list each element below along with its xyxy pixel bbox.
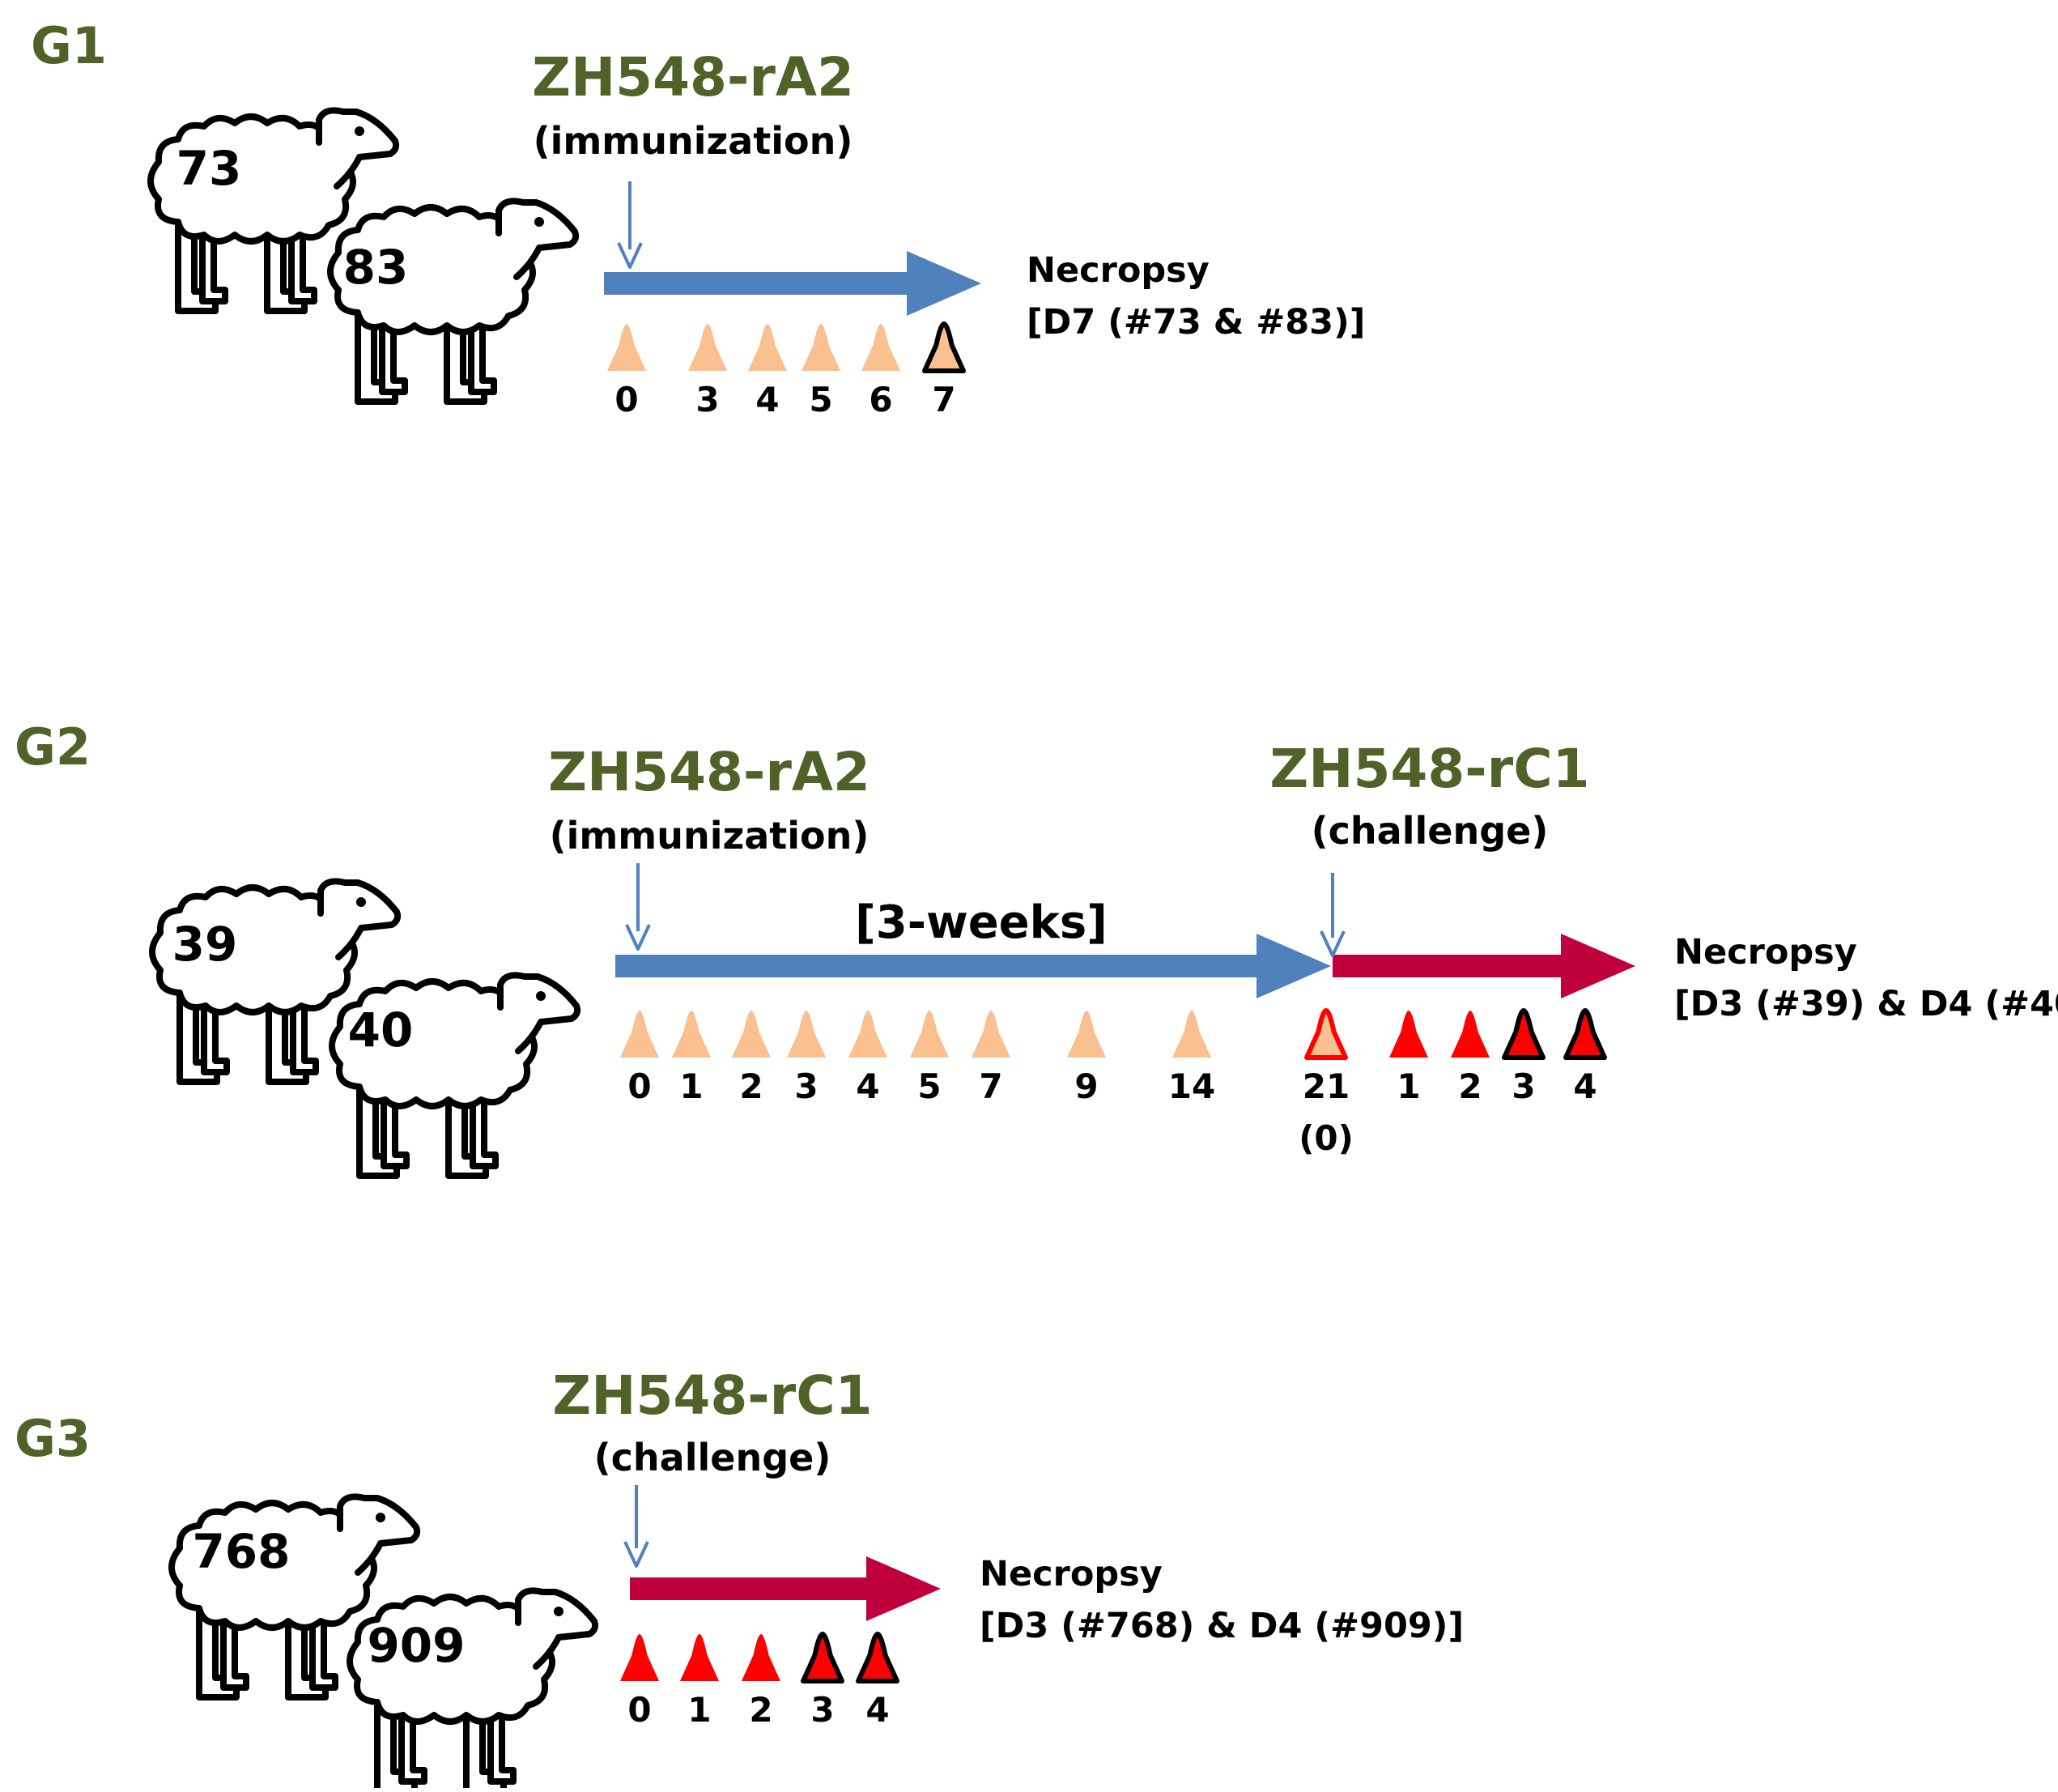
- sheep-id-label: 40: [348, 1002, 414, 1058]
- day-label: 3: [695, 380, 719, 419]
- triangle-marker-icon: [922, 321, 966, 373]
- sheep-id-label: 39: [172, 917, 238, 972]
- triangle-marker-icon: [742, 1634, 780, 1681]
- timeline-arrow-icon: [630, 1556, 941, 1621]
- triangle-marker-icon: [972, 1011, 1010, 1058]
- triangle-marker-icon: [856, 1632, 899, 1683]
- necropsy-title: Necropsy: [1674, 932, 1857, 973]
- triangle-marker-icon: [672, 1011, 711, 1058]
- day-label: 4: [755, 380, 779, 419]
- triangle-marker-icon: [607, 324, 646, 371]
- sheep-id-label: 768: [192, 1524, 290, 1579]
- down-arrow-head-icon: [625, 924, 651, 951]
- virus-name-label: ZH548-rC1: [552, 1364, 872, 1427]
- sheep-id-label: 909: [367, 1618, 465, 1673]
- triangle-marker-icon: [1451, 1011, 1490, 1058]
- day-label: 7: [932, 380, 955, 419]
- triangle-marker-icon: [848, 1011, 887, 1058]
- necropsy-title: Necropsy: [1027, 250, 1210, 291]
- triangle-marker-icon: [620, 1011, 659, 1058]
- day-label: 14: [1168, 1066, 1215, 1106]
- sheep-id-label: 83: [343, 240, 409, 295]
- day-label: 5: [917, 1066, 941, 1106]
- virus-name-label: ZH548-rA2: [532, 46, 854, 109]
- day-label: 1: [679, 1066, 703, 1106]
- day-label: 0: [627, 1690, 651, 1730]
- triangle-marker-icon: [1563, 1008, 1607, 1060]
- day-label: 3: [794, 1066, 818, 1106]
- triangle-marker-icon: [680, 1634, 719, 1681]
- group-label-g3: G3: [15, 1409, 91, 1468]
- day-label: 4: [865, 1690, 889, 1730]
- day-label: 4: [856, 1066, 879, 1106]
- group-label-g2: G2: [15, 717, 91, 777]
- triangle-marker-icon: [1172, 1011, 1211, 1058]
- timeline-arrow-icon: [615, 934, 1331, 998]
- day-label: 2: [749, 1690, 772, 1730]
- event-purpose-label: (challenge): [1312, 809, 1549, 853]
- day-sub-label: (0): [1299, 1118, 1354, 1158]
- day-label: 5: [809, 380, 832, 419]
- triangle-marker-icon: [1304, 1008, 1348, 1060]
- down-arrow-head-icon: [623, 1541, 649, 1568]
- day-label: 1: [687, 1690, 711, 1730]
- virus-name-label: ZH548-rA2: [548, 741, 870, 803]
- triangle-marker-icon: [802, 324, 840, 371]
- virus-name-label: ZH548-rC1: [1269, 738, 1589, 800]
- day-label: 4: [1573, 1066, 1597, 1106]
- triangle-marker-icon: [1502, 1008, 1546, 1060]
- event-purpose-label: (immunization): [550, 814, 870, 858]
- triangle-marker-icon: [787, 1011, 826, 1058]
- necropsy-title: Necropsy: [980, 1554, 1163, 1594]
- day-label: 6: [869, 380, 892, 419]
- day-label: 0: [614, 380, 638, 419]
- day-label: 2: [1458, 1066, 1482, 1106]
- triangle-marker-icon: [861, 324, 900, 371]
- triangle-marker-icon: [1067, 1011, 1106, 1058]
- day-label: 9: [1074, 1066, 1098, 1106]
- timeline-arrow-icon: [1333, 934, 1635, 998]
- duration-label: [3-weeks]: [855, 896, 1108, 949]
- triangle-marker-icon: [910, 1011, 949, 1058]
- day-label: 2: [739, 1066, 763, 1106]
- timeline-arrow-icon: [604, 251, 981, 316]
- down-arrow-head-icon: [1320, 930, 1346, 957]
- triangle-marker-icon: [748, 324, 787, 371]
- group-label-g1: G1: [31, 16, 107, 75]
- sheep-icon: [330, 201, 576, 402]
- necropsy-detail: [D7 (#73 & #83)]: [1027, 302, 1365, 343]
- event-purpose-label: (immunization): [534, 119, 853, 163]
- day-label: 3: [1512, 1066, 1535, 1106]
- necropsy-detail: [D3 (#39) & D4 (#40)]: [1674, 984, 2058, 1024]
- day-label: 0: [627, 1066, 651, 1106]
- triangle-marker-icon: [1389, 1011, 1428, 1058]
- day-label: 1: [1397, 1066, 1420, 1106]
- triangle-marker-icon: [801, 1632, 844, 1683]
- sheep-id-label: 73: [176, 141, 242, 196]
- day-label: 21: [1303, 1066, 1350, 1106]
- triangle-marker-icon: [732, 1011, 771, 1058]
- day-label: 3: [810, 1690, 834, 1730]
- necropsy-detail: [D3 (#768) & D4 (#909)]: [980, 1606, 1464, 1646]
- day-label: 7: [979, 1066, 1002, 1106]
- event-purpose-label: (challenge): [594, 1436, 831, 1479]
- down-arrow-head-icon: [617, 242, 643, 269]
- triangle-marker-icon: [688, 324, 727, 371]
- triangle-marker-icon: [620, 1634, 659, 1681]
